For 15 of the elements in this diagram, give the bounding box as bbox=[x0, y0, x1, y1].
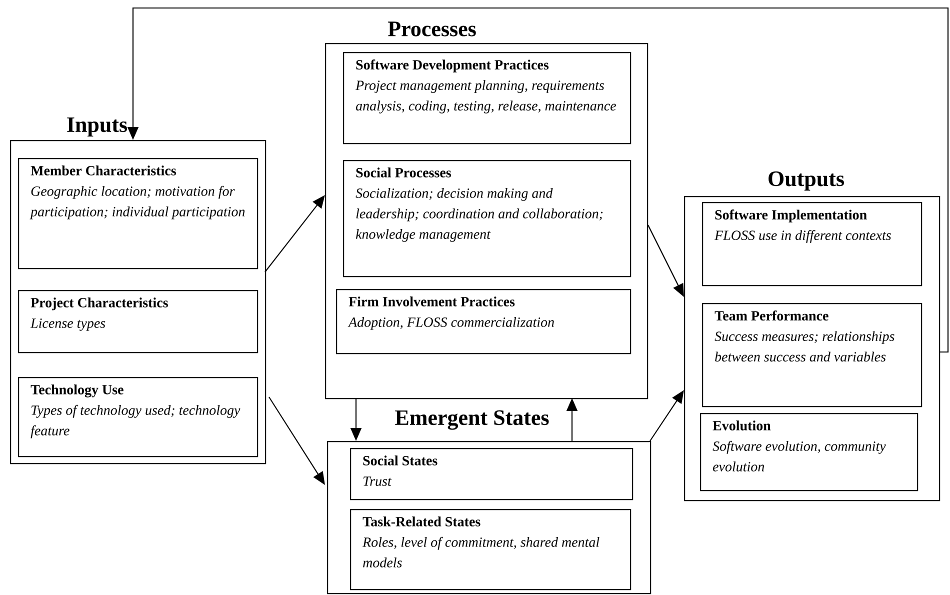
category-box: Firm Involvement Practices Adoption, FLOSS commercialization bbox=[336, 289, 632, 354]
group-title: Emergent States bbox=[395, 410, 549, 430]
category-box: Social Processes Socialization; decision making and leadership; coordination and collaboration; knowledge management bbox=[343, 160, 632, 278]
group-title: Inputs bbox=[67, 117, 128, 137]
category-box: Software Development Practices Project management planning, requirements analysis, coding, testing, release, maintenance bbox=[343, 52, 632, 144]
category-box: Team Performance Success measures; relationships between success and variables bbox=[702, 303, 922, 408]
category-box: Project Characteristics License types bbox=[18, 290, 258, 354]
category-box: Member Characteristics Geographic location; motivation for participation; individual participation bbox=[18, 158, 258, 270]
category-box: Technology Use Types of technology used; technology feature bbox=[18, 377, 258, 458]
category-box: Software Implementation FLOSS use in different contexts bbox=[702, 202, 922, 286]
category-box: Evolution Software evolution, community evolution bbox=[700, 413, 918, 492]
group-title: Outputs bbox=[768, 171, 844, 191]
category-box: Task-Related States Roles, level of commitment, shared mental models bbox=[350, 509, 632, 590]
group-title: Processes bbox=[388, 22, 476, 36]
category-box: Social States Trust bbox=[350, 448, 634, 500]
